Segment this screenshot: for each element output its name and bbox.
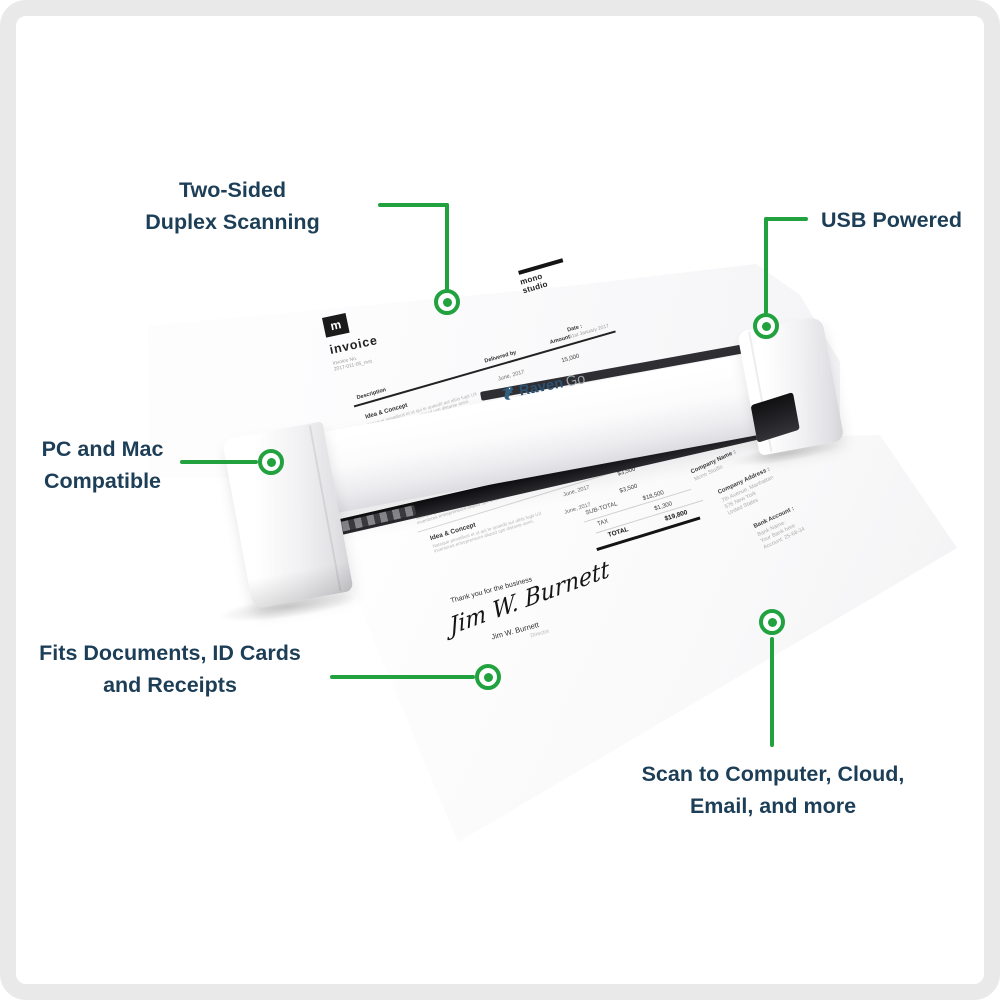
- raven-bird-icon: [501, 386, 514, 400]
- callout-pcmac-label: PC and Mac Compatible: [10, 433, 195, 497]
- callout-usb-line-h: [764, 217, 808, 221]
- callout-scanto-line1: Scan to Computer, Cloud,: [641, 762, 905, 786]
- callout-usb-label: USB Powered: [821, 204, 962, 236]
- callout-pcmac-marker: [258, 449, 284, 475]
- callout-scanto-line-v: [770, 637, 774, 747]
- callout-duplex-line2: Duplex Scanning: [145, 210, 320, 234]
- callout-scanto-label: Scan to Computer, Cloud, Email, and more: [598, 758, 948, 822]
- marker-dot: [761, 321, 771, 331]
- callout-pcmac-line-h: [180, 460, 258, 464]
- callout-fits-label: Fits Documents, ID Cards and Receipts: [15, 637, 325, 701]
- callout-duplex-marker: [434, 289, 460, 315]
- callout-fits-line1: Fits Documents, ID Cards: [39, 641, 301, 665]
- callout-duplex-label: Two-Sided Duplex Scanning: [100, 174, 365, 238]
- callout-fits-line-h: [330, 675, 475, 679]
- marker-dot: [767, 617, 777, 627]
- marker-dot: [266, 457, 276, 467]
- callout-fits-marker: [475, 664, 501, 690]
- marker-dot: [483, 672, 493, 682]
- callout-usb-marker: [753, 313, 779, 339]
- callout-usb-line1: USB Powered: [821, 208, 962, 232]
- callout-duplex-line-v: [445, 203, 449, 291]
- callout-duplex-line-h: [378, 203, 449, 207]
- right-cap-slot-opening: [750, 392, 800, 443]
- logo-suffix-text: Go: [564, 370, 587, 390]
- callout-scanto-line2: Email, and more: [689, 794, 857, 818]
- callout-pcmac-line1: PC and Mac: [41, 437, 164, 461]
- callout-duplex-line1: Two-Sided: [178, 178, 287, 202]
- callout-fits-line2: and Receipts: [103, 673, 237, 697]
- callout-scanto-marker: [759, 609, 785, 635]
- marker-dot: [442, 297, 452, 307]
- callout-usb-line-v: [764, 217, 768, 314]
- callout-pcmac-line2: Compatible: [43, 469, 162, 493]
